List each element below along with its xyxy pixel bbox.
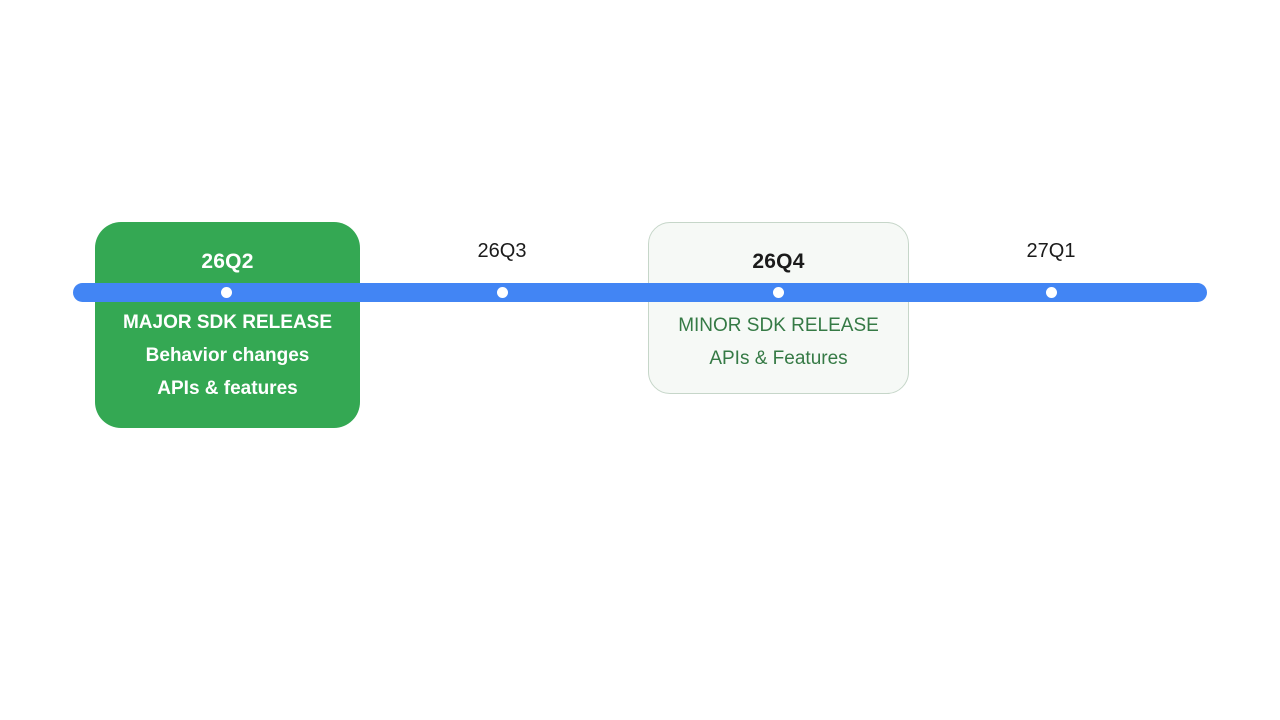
milestone-line-apis-features-26q4: APIs & Features [709, 348, 848, 369]
milestone-body-26q4: MINOR SDK RELEASE APIs & Features [649, 309, 908, 375]
milestone-label-26q3: 26Q3 [477, 240, 527, 262]
milestone-line-apis-features-26q2: APIs & features [157, 378, 298, 399]
milestone-line-behavior-changes-26q2: Behavior changes [145, 345, 310, 366]
timeline-rail [73, 283, 1207, 302]
milestone-card-26q2[interactable]: 26Q2 MAJOR SDK RELEASE Behavior changes … [95, 222, 360, 428]
milestone-card-26q4[interactable]: 26Q4 MINOR SDK RELEASE APIs & Features [648, 222, 909, 394]
rail-dot-26q2[interactable] [220, 287, 232, 298]
milestone-body-26q2: MAJOR SDK RELEASE Behavior changes APIs … [95, 306, 360, 405]
milestone-line-release-type-26q4: MINOR SDK RELEASE [678, 315, 879, 336]
milestone-label-27q1: 27Q1 [1026, 240, 1076, 262]
milestone-quarter-26q4: 26Q4 [752, 250, 805, 273]
milestone-line-release-type-26q2: MAJOR SDK RELEASE [122, 312, 333, 333]
rail-dot-26q4[interactable] [772, 287, 784, 298]
rail-dot-26q3[interactable] [496, 287, 508, 298]
rail-dot-27q1[interactable] [1045, 287, 1057, 298]
milestone-quarter-26q2: 26Q2 [201, 250, 254, 273]
